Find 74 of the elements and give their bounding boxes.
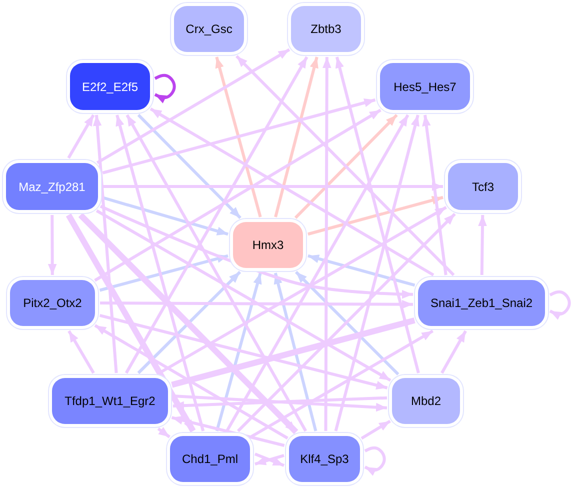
arrow (322, 57, 332, 431)
arrow (171, 317, 416, 388)
arrow (274, 56, 318, 218)
arrow (360, 420, 391, 440)
arrow (422, 114, 448, 276)
arrow (116, 114, 205, 432)
gene-label: Hmx3 (252, 238, 284, 252)
gene-label: Snai1_Zeb1_Snai2 (430, 296, 533, 310)
gene-node (52, 378, 168, 424)
arrow (48, 214, 57, 275)
arrow (137, 114, 242, 219)
arrow (157, 426, 170, 438)
gene-label: Crx_Gsc (186, 22, 232, 36)
arrow (67, 114, 95, 159)
arrow (137, 270, 242, 374)
self-loop-arrow (549, 290, 571, 320)
self-loop-arrow (364, 446, 386, 476)
arrow (335, 56, 420, 374)
gene-node (392, 378, 460, 424)
arrow (236, 55, 455, 276)
self-loop-arrow (154, 74, 176, 104)
arrow (94, 108, 382, 282)
arrow (308, 196, 444, 236)
arrow (96, 48, 290, 164)
arrow (250, 330, 434, 438)
gene-label: Zbtb3 (310, 22, 342, 36)
arrow (150, 108, 434, 276)
gene-node (170, 436, 250, 482)
arrow (102, 196, 228, 236)
gene-node (174, 6, 244, 52)
gene-label: Mbd2 (410, 394, 442, 408)
arrow (99, 314, 388, 390)
arrow (294, 114, 398, 219)
gene-label: Chd1_Pml (182, 452, 238, 466)
gene-node (10, 280, 95, 326)
gene-label: Maz_Zfp281 (18, 180, 86, 194)
gene-node (418, 280, 545, 326)
arrow (78, 212, 298, 434)
gene-label: Tcf3 (472, 180, 494, 194)
arrow (171, 416, 285, 447)
arrow (92, 114, 118, 374)
arrow (99, 254, 228, 292)
arrow (66, 214, 196, 432)
gene-node (233, 222, 303, 268)
arrow (103, 182, 443, 191)
arrow (102, 98, 376, 174)
arrow (226, 114, 410, 432)
arrow (236, 212, 456, 432)
gene-label: Tfdp1_Wt1_Egr2 (64, 394, 156, 408)
arrow (96, 209, 392, 382)
arrow (100, 204, 414, 299)
gene-node (448, 163, 518, 210)
gene-node (289, 436, 360, 482)
arrow (100, 300, 413, 309)
arrow (94, 324, 288, 440)
arrow (124, 56, 308, 374)
gene-label: E2f2_E2f5 (82, 80, 138, 94)
gene-node (291, 6, 361, 52)
gene-node (6, 163, 98, 210)
gene-node (380, 63, 470, 110)
arrow (308, 254, 416, 287)
arrow (294, 270, 400, 376)
arrow (215, 56, 262, 218)
arrow (274, 272, 318, 432)
arrow (334, 114, 420, 432)
gene-label: Pitx2_Otx2 (23, 296, 82, 310)
arrow (215, 272, 262, 432)
gene-label: Klf4_Sp3 (300, 452, 349, 466)
arrow (68, 330, 95, 374)
gene-node (70, 63, 150, 110)
arrow (440, 330, 467, 374)
arrow (478, 214, 487, 276)
gene-label: Hes5_Hes7 (394, 80, 456, 94)
arrow (126, 114, 308, 432)
